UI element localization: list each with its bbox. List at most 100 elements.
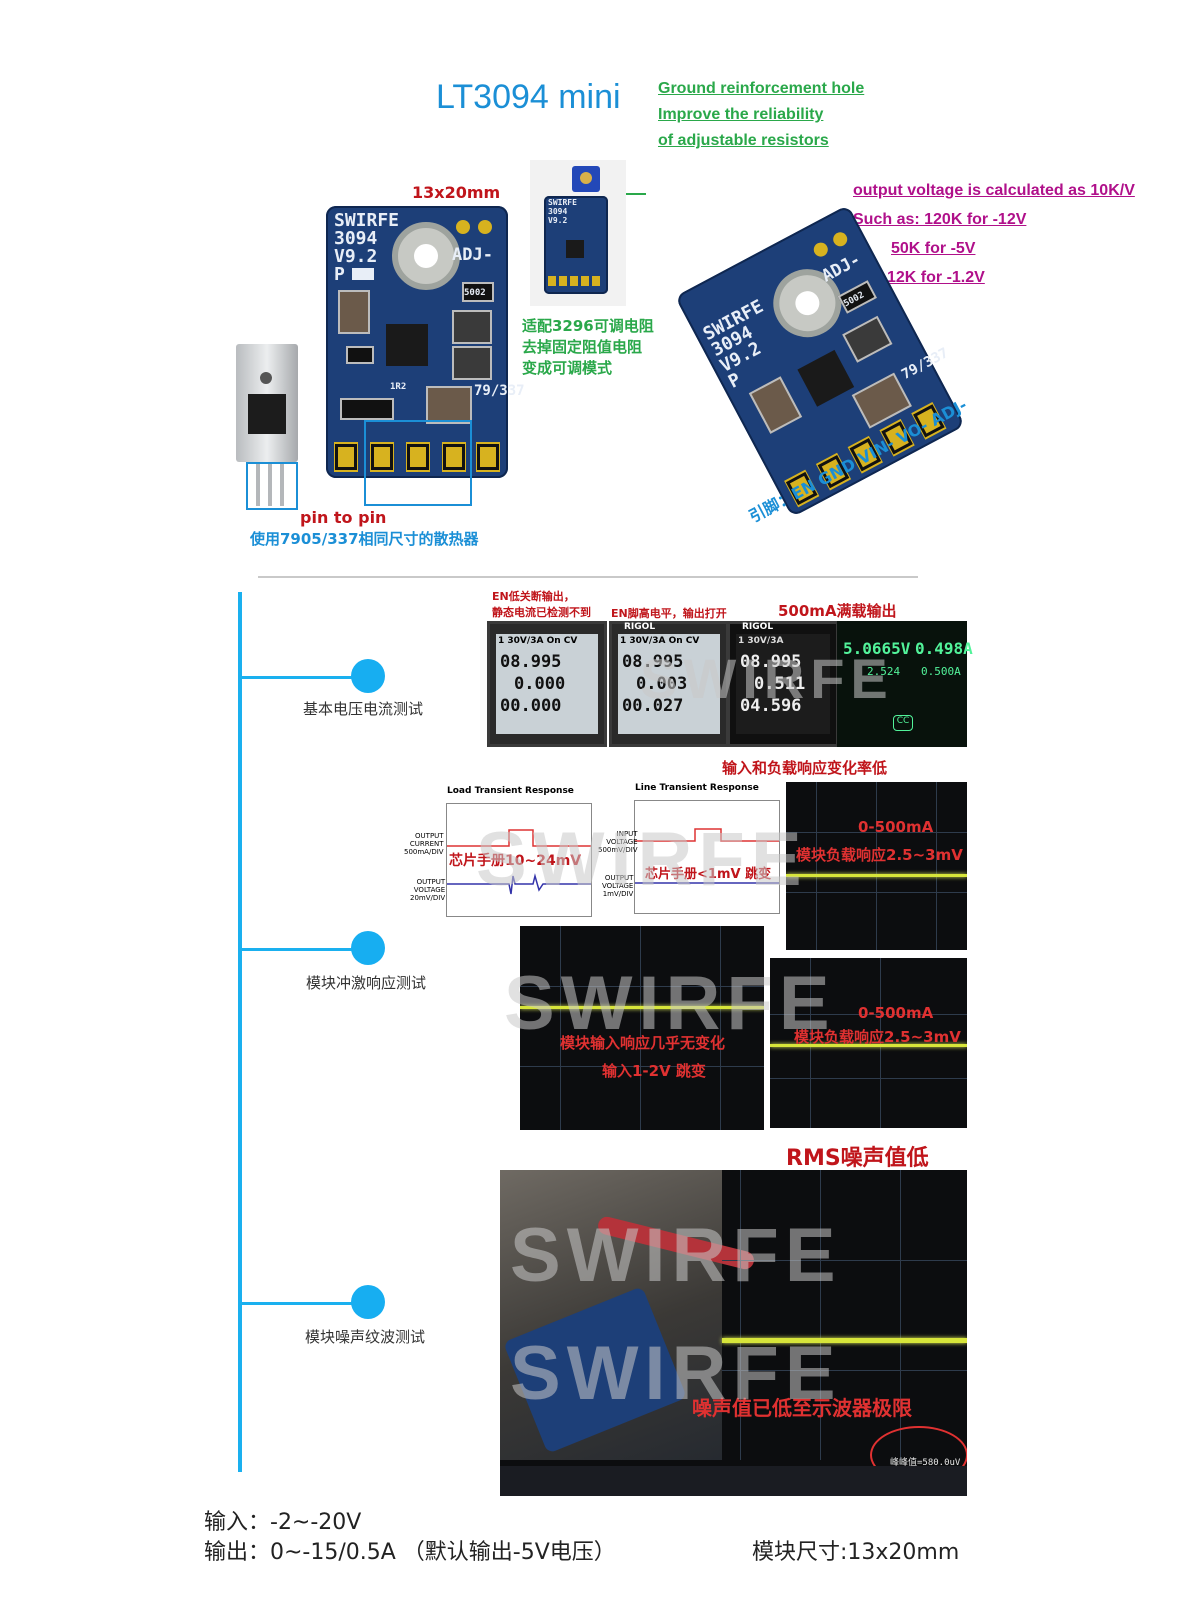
- voltage-readout: 08.995: [500, 652, 562, 672]
- pin-pad: [476, 442, 500, 472]
- timeline-dot: [351, 659, 385, 693]
- watermark: SWIRFE: [510, 1331, 842, 1416]
- silk-adj: ADJ-: [452, 245, 493, 265]
- small-board-photo: SWIRFE 3094 V9.2: [530, 160, 626, 306]
- voltage-readout: 08.995: [740, 652, 802, 672]
- load-transient-plot: [447, 829, 591, 895]
- adj-pad: [456, 220, 470, 234]
- input-trace: [635, 828, 779, 842]
- voltage-note-line: Such as: 120K for -12V: [853, 211, 1027, 228]
- brand-label: RIGOL: [742, 622, 774, 632]
- scope-load-response-2: 0-500mA 模块负载响应2.5~3mV: [770, 958, 967, 1128]
- silk-p: P: [725, 369, 745, 393]
- power-supply-screen: RIGOL 1 30V/3A 08.995 0.511 04.596: [727, 621, 839, 747]
- pin-pad: [334, 442, 358, 472]
- screen-header: 1 30V/3A On CV: [498, 636, 578, 646]
- timeline-bar: [238, 592, 242, 1472]
- lt3094-chip: [797, 349, 855, 407]
- product-title: LT3094 mini: [436, 78, 621, 116]
- regulator-pin-box: [246, 462, 298, 510]
- voltage-trace: [447, 873, 591, 895]
- regulator-pin: [280, 462, 284, 506]
- timeline-connector: [240, 948, 368, 951]
- timeline-dot: [351, 1285, 385, 1319]
- pin-pad: [406, 442, 430, 472]
- spec-output: 输出：0~-15/0.5A （默认输出-5V电压）: [204, 1540, 616, 1565]
- silk-version: V9.2: [334, 246, 378, 267]
- capacitor: [452, 310, 492, 344]
- silk-block: [352, 268, 374, 280]
- regulator-pin: [268, 462, 272, 506]
- capacitor: [452, 346, 492, 380]
- trimmer-notes: 适配3296可调电阻 去掉固定阻值电阻 变成可调模式: [522, 316, 654, 379]
- section-label-transient: 模块冲激响应测试: [306, 974, 427, 992]
- voltage-notes: output voltage is calculated as 10K/V Su…: [853, 176, 1135, 292]
- silk-resistor: 5002: [464, 288, 486, 298]
- lt3094-chip: [386, 324, 428, 366]
- caption-en-low: EN低关断输出， 静态电流已检测不到: [492, 589, 591, 621]
- pin-pad: [370, 442, 394, 472]
- regulator-pin: [256, 462, 260, 506]
- meter-display: 5.0665V 0.498A 2.524 0.500A CC: [837, 621, 973, 747]
- meter-current: 0.498A: [915, 639, 973, 658]
- pin-highlight-box: [364, 420, 472, 506]
- power-readout: 00.027: [622, 696, 684, 716]
- capacitor: [338, 290, 370, 334]
- meter-voltage: 5.0665V: [843, 639, 911, 658]
- mount-hole-center: [414, 244, 438, 268]
- silk-version: V9.2: [548, 216, 568, 225]
- timeline-connector: [240, 1302, 368, 1305]
- ground-hole-notes: Ground reinforcement hole Improve the re…: [658, 76, 864, 154]
- section-label-noise: 模块噪声纹波测试: [305, 1328, 426, 1346]
- scope-note: 模块负载响应2.5~3mV: [796, 846, 963, 864]
- trimmer-screw: [580, 172, 592, 184]
- caption-line: EN低关断输出，: [492, 590, 575, 603]
- resistor: [462, 282, 494, 302]
- spec-input: 输入：-2~-20V: [204, 1510, 362, 1535]
- scope-note: 0-500mA: [858, 1004, 934, 1022]
- watermark: SWIRFE: [640, 647, 894, 710]
- load-transient-chart: Load Transient Response 芯片手册10~24mV: [446, 786, 592, 917]
- lt3094-chip: [566, 240, 584, 258]
- diode: [340, 398, 394, 420]
- scope-note: 输入1-2V 跳变: [602, 1062, 706, 1080]
- power-readout: 04.596: [740, 696, 802, 716]
- chart-note: 芯片手册10~24mV: [449, 853, 582, 869]
- scope-note: 0-500mA: [858, 818, 934, 836]
- scope-note: 噪声值已低至示波器极限: [692, 1396, 912, 1420]
- silk-compat: 79/337: [898, 345, 952, 383]
- chart-title: Load Transient Response: [447, 786, 574, 796]
- scope-line-response: 模块输入响应几乎无变化 输入1-2V 跳变: [520, 926, 764, 1130]
- trimmer-resistor: [572, 166, 600, 192]
- scope-load-response: 0-500mA 模块负载响应2.5~3mV: [786, 782, 967, 950]
- watermark: SWIRFE: [510, 1213, 842, 1298]
- voltage-note-line: 12K for -1.2V: [887, 269, 985, 286]
- power-readout: 00.000: [500, 696, 562, 716]
- pin-pads: [548, 276, 602, 286]
- pin-to-pin-label: pin to pin: [300, 508, 387, 527]
- ground-note-line: Ground reinforcement hole: [658, 80, 865, 97]
- silk-brand: SWIRFE: [548, 198, 577, 207]
- chart-note: 芯片手册<1mV 跳变: [645, 867, 772, 882]
- silk-1r2: 1R2: [390, 382, 407, 392]
- voltage-readout: 08.995: [622, 652, 684, 672]
- silk-brand: SWIRFE: [334, 210, 400, 231]
- power-supply-screen: RIGOL 1 30V/3A On CV 08.995 0.003 00.027: [609, 621, 729, 747]
- silk-compat: 79/337: [474, 383, 525, 399]
- section-divider: [258, 576, 918, 578]
- caption-line: 静态电流已检测不到: [492, 606, 591, 619]
- left-board: SWIRFE 3094 V9.2 P ADJ- 5002 1R2 79/337: [326, 206, 525, 478]
- screen-header: 1 30V/3A: [738, 636, 784, 646]
- small-board: SWIRFE 3094 V9.2: [544, 196, 608, 294]
- voltage-note-line: 50K for -5V: [891, 240, 976, 257]
- spec-size: 模块尺寸:13x20mm: [752, 1540, 960, 1565]
- meter-sub-right: 0.500A: [921, 665, 961, 678]
- scope-note: 模块输入响应几乎无变化: [560, 1034, 726, 1052]
- mount-hole-center: [791, 286, 824, 320]
- voltage-note-line: output voltage is calculated as 10K/V: [853, 182, 1135, 199]
- capacitor: [842, 315, 893, 363]
- board-size-label: 13x20mm: [412, 183, 501, 202]
- timeline-dot: [351, 931, 385, 965]
